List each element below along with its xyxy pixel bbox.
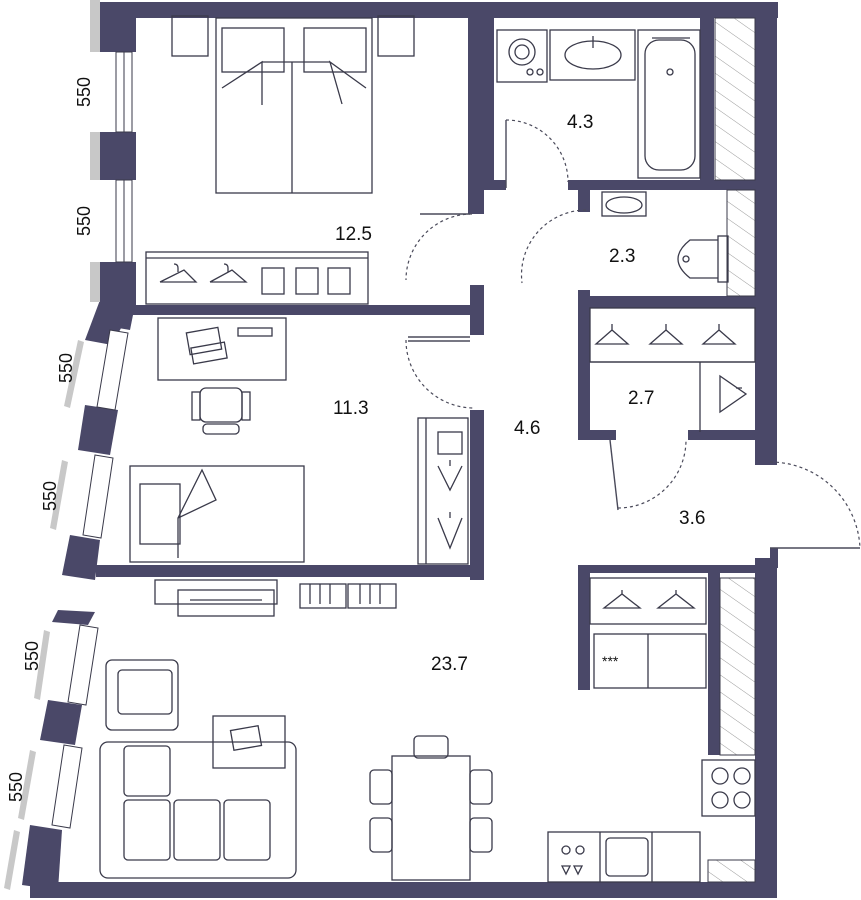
window-label-2: 550 <box>74 206 94 236</box>
ventilation-shafts <box>707 17 756 883</box>
chair <box>191 387 251 435</box>
window-label-6: 550 <box>6 772 26 802</box>
single-bed <box>129 465 305 563</box>
room-area-wardrobe: 2.7 <box>628 388 654 409</box>
room-area-toilet: 2.3 <box>609 246 635 267</box>
walls <box>22 2 778 898</box>
walk-in-closet <box>589 307 756 432</box>
wardrobe-bedroom2 <box>417 417 469 565</box>
kitchen-counter <box>547 831 701 883</box>
stove-icon <box>701 759 756 817</box>
svg-text:***: *** <box>602 653 619 669</box>
bed-icon <box>171 15 415 194</box>
desk <box>157 317 287 381</box>
room-area-bedroom-main: 12.5 <box>335 224 372 245</box>
window-label-4: 550 <box>40 481 60 511</box>
room-area-bathroom: 4.3 <box>567 112 593 133</box>
dresser <box>145 251 369 305</box>
sink-icon <box>549 29 636 81</box>
fridge: *** <box>593 633 707 689</box>
window-label-3: 550 <box>56 353 76 383</box>
sofa-icon <box>99 741 297 879</box>
windows <box>4 0 133 890</box>
doors <box>405 119 861 549</box>
washing-machine-icon <box>496 29 548 83</box>
tv-icon <box>154 579 397 617</box>
toilet-sink <box>601 191 647 217</box>
laptop-icon <box>185 326 228 365</box>
toilet-icon <box>677 235 729 283</box>
bathtub-icon <box>637 29 701 179</box>
armchair-icon <box>105 659 179 731</box>
window-label-5: 550 <box>22 641 42 671</box>
room-area-living-kitchen: 23.7 <box>431 654 468 675</box>
dining-table-icon <box>369 735 493 881</box>
hallway-closet <box>589 577 707 625</box>
room-area-bedroom-second: 11.3 <box>333 398 369 419</box>
hanger-icon <box>159 263 351 295</box>
room-area-hallway: 3.6 <box>679 508 705 529</box>
window-label-1: 550 <box>74 77 94 107</box>
room-area-corridor: 4.6 <box>514 418 540 439</box>
